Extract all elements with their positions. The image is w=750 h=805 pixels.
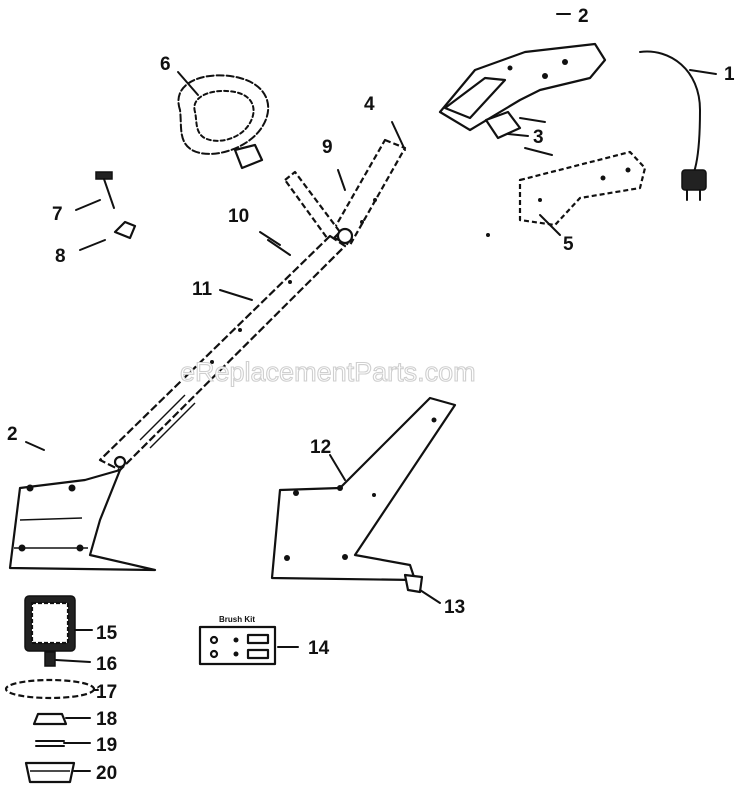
- callout-20: 20: [96, 763, 117, 784]
- wing-nut: [113, 220, 137, 240]
- handle-housing: [438, 42, 607, 132]
- bolt: [95, 171, 115, 209]
- leader-lines: [25, 13, 717, 772]
- housing-half: [270, 396, 457, 582]
- callouts: 1 2 2 3 4 5 6 7 8 9 10 11 12 13 14 15 16…: [7, 6, 735, 784]
- spool: [32, 712, 68, 726]
- motor-housing: [8, 455, 157, 572]
- callout-2-top: 2: [578, 6, 589, 27]
- power-cord: [639, 50, 707, 201]
- callout-15: 15: [96, 623, 118, 644]
- callout-5: 5: [563, 234, 574, 255]
- callout-17: 17: [96, 682, 117, 703]
- main-shaft: [98, 234, 347, 472]
- callout-4: 4: [364, 94, 375, 115]
- callout-12: 12: [310, 437, 331, 458]
- callout-19: 19: [96, 735, 117, 756]
- spool-cap: [24, 761, 76, 784]
- callout-18: 18: [96, 709, 117, 730]
- callout-6: 6: [160, 54, 171, 75]
- callout-11: 11: [192, 279, 213, 300]
- callout-1: 1: [724, 64, 735, 85]
- callout-14: 14: [308, 638, 330, 659]
- callout-13: 13: [444, 597, 465, 618]
- brush-kit: [198, 625, 277, 666]
- callout-2-left: 2: [7, 424, 18, 445]
- switch: [484, 110, 553, 156]
- loop-handle: [177, 74, 270, 170]
- callout-8: 8: [55, 246, 66, 267]
- callout-9: 9: [322, 137, 333, 158]
- upper-tube: [283, 138, 407, 247]
- callout-10: 10: [228, 206, 249, 227]
- watermark-text: eReplacementParts.com: [180, 357, 476, 387]
- callout-7: 7: [52, 204, 63, 225]
- handle-half: [486, 150, 647, 237]
- callout-3: 3: [533, 127, 544, 148]
- shaft-hub: [44, 651, 56, 667]
- foot-pad: [403, 573, 424, 594]
- motor-unit: [24, 595, 76, 652]
- callout-16: 16: [96, 654, 117, 675]
- cutting-disc: [4, 678, 96, 700]
- brush-kit-label: Brush Kit: [219, 615, 255, 624]
- spring: [35, 740, 65, 747]
